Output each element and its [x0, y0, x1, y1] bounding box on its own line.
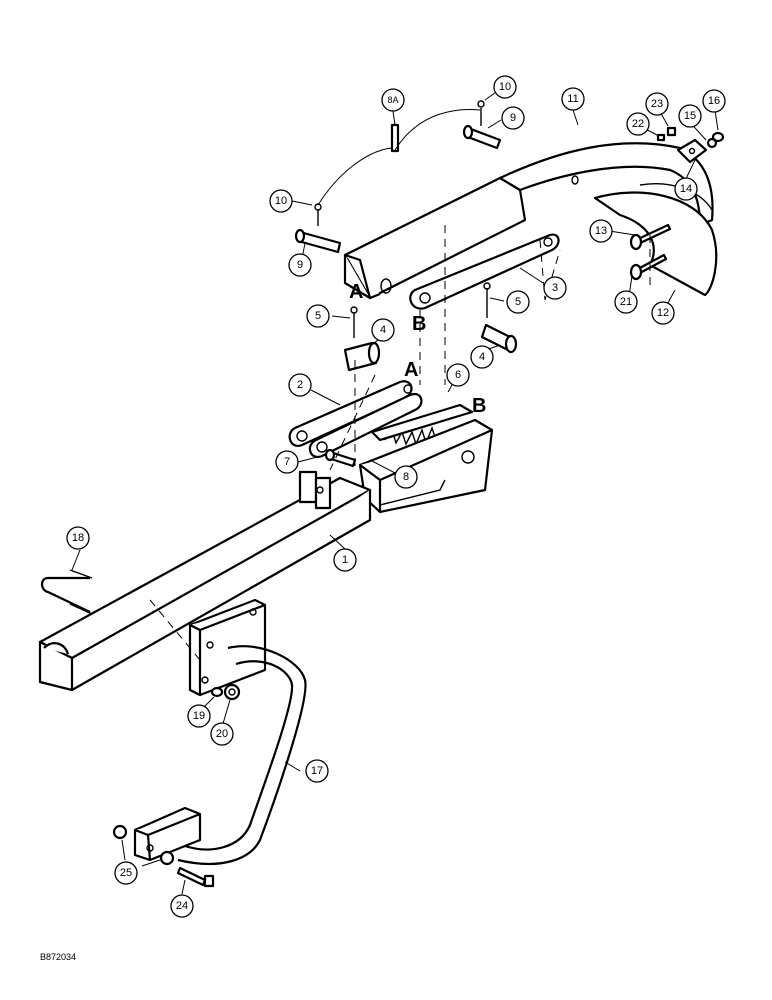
callout-5-left: 5 — [306, 304, 330, 328]
svg-text:8A: 8A — [387, 95, 398, 105]
handle-part-17 — [112, 598, 307, 888]
callout-17: 17 — [305, 759, 329, 783]
callout-4-lower: 4 — [470, 345, 494, 369]
svg-text:3: 3 — [552, 282, 558, 294]
svg-text:9: 9 — [510, 112, 516, 124]
svg-text:8: 8 — [403, 471, 409, 483]
section-mark-a-upper: A — [349, 281, 363, 303]
main-beam-part-1 — [38, 470, 372, 692]
callout-4-upper: 4 — [371, 318, 395, 342]
figure-code: B872034 — [40, 952, 76, 962]
link-part-2 — [288, 380, 423, 459]
svg-text:2: 2 — [297, 379, 303, 391]
svg-text:4: 4 — [479, 351, 485, 363]
callout-25: 25 — [114, 861, 138, 885]
section-mark-b-upper: B — [412, 313, 426, 335]
plate-part — [676, 138, 708, 164]
svg-text:16: 16 — [708, 95, 720, 107]
svg-text:12: 12 — [657, 307, 669, 319]
callout-1: 1 — [333, 548, 357, 572]
section-mark-a-lower: A — [404, 359, 418, 381]
svg-text:21: 21 — [620, 296, 632, 308]
svg-text:1: 1 — [342, 554, 348, 566]
leader-lines — [71, 89, 719, 895]
callout-12: 12 — [651, 301, 675, 325]
callout-18: 18 — [66, 526, 90, 550]
callout-11: 11 — [561, 87, 585, 111]
callout-16: 16 — [702, 89, 726, 113]
callout-9-right: 9 — [501, 106, 525, 130]
bracket-part-8 — [358, 403, 494, 514]
pin-9-right — [462, 100, 502, 150]
callout-6: 6 — [446, 363, 470, 387]
svg-text:11: 11 — [567, 93, 578, 105]
svg-text:15: 15 — [684, 110, 696, 122]
callout-10-left: 10 — [269, 189, 293, 213]
callout-8: 8 — [394, 465, 418, 489]
callout-8a: 8A — [381, 88, 405, 112]
svg-text:5: 5 — [315, 310, 321, 322]
svg-text:19: 19 — [193, 710, 205, 722]
u-bolt-18 — [40, 569, 93, 615]
bolt-7 — [324, 448, 357, 468]
callout-14: 14 — [674, 177, 698, 201]
small-hardware — [656, 126, 725, 149]
pin-9-left — [294, 203, 342, 254]
callout-10-right: 10 — [493, 75, 517, 99]
upper-arm-part — [343, 142, 714, 300]
svg-text:22: 22 — [632, 118, 644, 130]
svg-text:25: 25 — [120, 867, 132, 879]
callout-13: 13 — [589, 219, 613, 243]
svg-text:18: 18 — [72, 532, 84, 544]
svg-text:20: 20 — [216, 728, 228, 740]
svg-text:17: 17 — [311, 765, 323, 777]
assembly-lines — [149, 225, 651, 661]
callout-3: 3 — [543, 276, 567, 300]
svg-text:6: 6 — [455, 369, 461, 381]
pin-4-left — [343, 306, 381, 372]
callout-7: 7 — [275, 450, 299, 474]
svg-text:13: 13 — [595, 225, 607, 237]
svg-text:10: 10 — [275, 195, 287, 207]
shield-bolts — [629, 223, 672, 281]
callout-21: 21 — [614, 290, 638, 314]
pin-8a — [317, 109, 481, 206]
svg-text:10: 10 — [499, 81, 511, 93]
callout-2: 2 — [288, 373, 312, 397]
callout-24: 24 — [170, 894, 194, 918]
svg-text:9: 9 — [297, 259, 303, 271]
link-bar-part — [409, 233, 560, 310]
callout-9-left: 9 — [288, 253, 312, 277]
pin-4-right — [480, 282, 518, 354]
callout-15: 15 — [678, 104, 702, 128]
callout-20: 20 — [210, 722, 234, 746]
callout-5-right: 5 — [506, 290, 530, 314]
svg-text:23: 23 — [651, 98, 663, 110]
callout-23: 23 — [645, 92, 669, 116]
svg-text:7: 7 — [284, 456, 290, 468]
svg-text:4: 4 — [380, 324, 386, 336]
svg-text:24: 24 — [176, 900, 188, 912]
callout-22: 22 — [626, 112, 650, 136]
section-mark-b-lower: B — [472, 395, 486, 417]
callout-19: 19 — [187, 704, 211, 728]
svg-text:14: 14 — [680, 183, 692, 195]
svg-text:5: 5 — [515, 296, 521, 308]
